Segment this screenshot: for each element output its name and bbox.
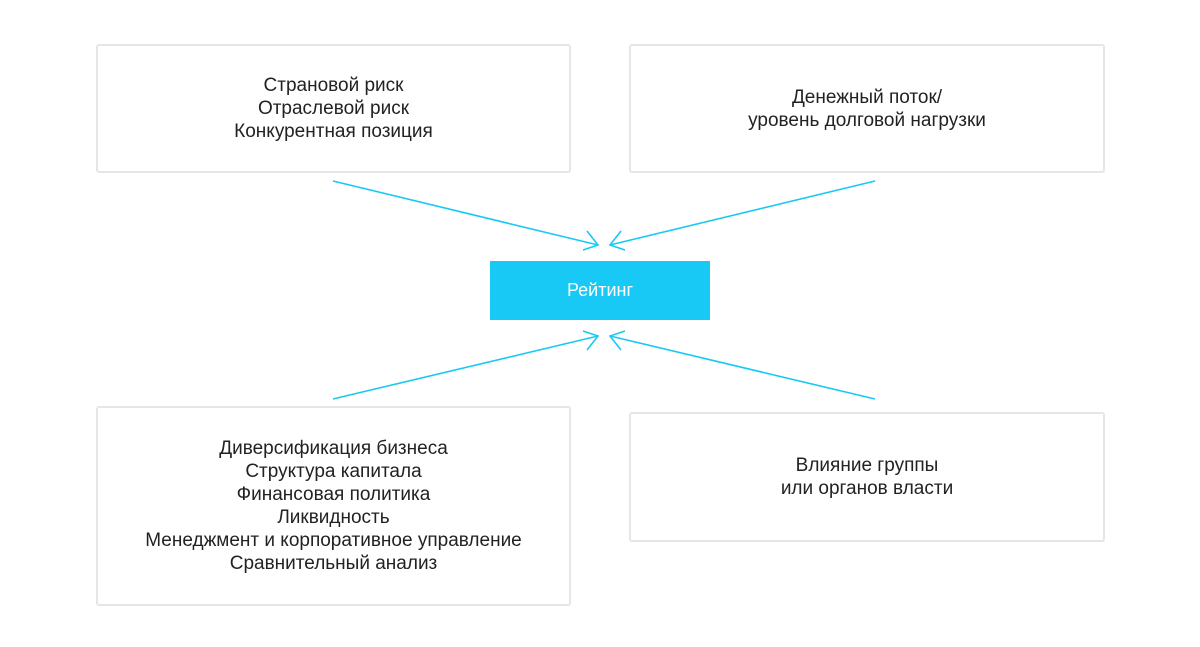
- factor-text: Конкурентная позиция: [234, 121, 433, 142]
- factor-box-cash-flow: Денежный поток/ уровень долговой нагрузк…: [629, 44, 1105, 173]
- factor-box-group-support: Влияние группы или органов власти: [629, 412, 1105, 542]
- factor-text: Ликвидность: [277, 507, 390, 528]
- factor-text: Структура капитала: [245, 461, 422, 482]
- factor-text: Диверсификация бизнеса: [219, 438, 448, 459]
- arrow-bottom-right: [608, 330, 876, 400]
- rating-label: Рейтинг: [566, 280, 634, 300]
- rating-box: Рейтинг: [490, 261, 710, 320]
- factor-text: Отраслевой риск: [257, 98, 410, 119]
- arrow-top-right: [608, 180, 876, 251]
- arrow-bottom-left: [332, 330, 600, 400]
- factor-text: Сравнительный анализ: [229, 553, 438, 574]
- factor-text: уровень долговой нагрузки: [748, 109, 986, 131]
- factor-text: или органов власти: [780, 478, 954, 499]
- factor-text: Менеджмент и корпоративное управление: [145, 530, 522, 551]
- factor-text: Финансовая политика: [236, 484, 431, 505]
- factor-box-business-finance: Диверсификация бизнеса Структура капитал…: [96, 406, 571, 606]
- factor-text: Страновой риск: [263, 75, 404, 96]
- factor-box-country-industry: Страновой риск Отраслевой риск Конкурент…: [96, 44, 571, 173]
- arrow-top-left: [332, 180, 600, 251]
- factor-text: Влияние группы: [795, 455, 939, 476]
- factor-text: Денежный поток/: [791, 86, 943, 108]
